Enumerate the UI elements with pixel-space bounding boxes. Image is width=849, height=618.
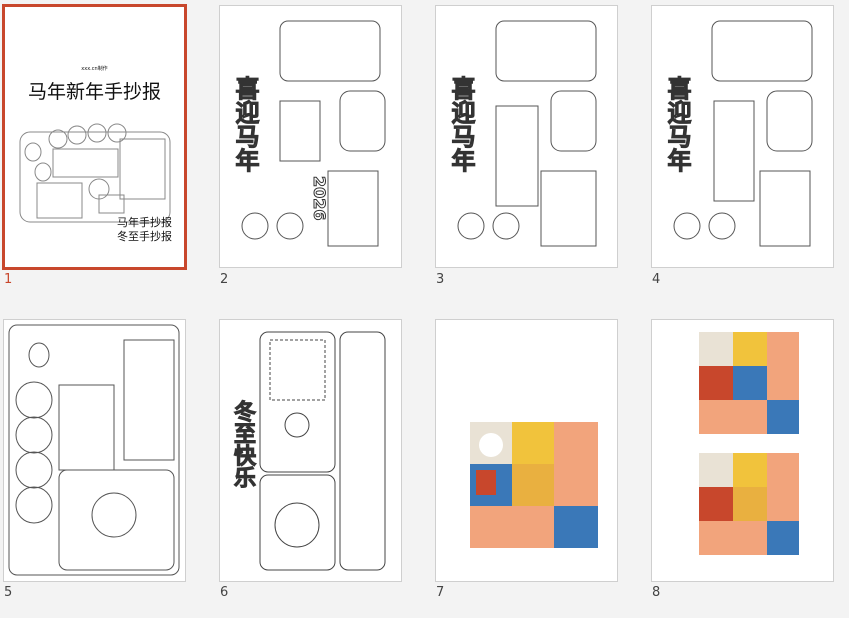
poster-lineart	[241, 20, 386, 247]
poster-lineart	[457, 20, 597, 247]
slide-thumbnail-1[interactable]: xxx.cn制作 马年新年手抄报 马年手抄报 冬至手抄报	[2, 4, 187, 270]
slide-thumbnail-2[interactable]: 喜迎马年 2026	[219, 5, 402, 268]
slide-thumbnail-3[interactable]: 喜迎马年	[435, 5, 618, 268]
slide-number-4: 4	[652, 272, 661, 287]
banner-text: 喜迎马年	[447, 76, 476, 173]
banner-text: 喜迎马年	[663, 76, 692, 173]
slide-title: 马年新年手抄报	[27, 81, 161, 103]
poster-lineart	[8, 324, 180, 576]
slide-number-1: 1	[4, 272, 13, 287]
banner-text: 冬至快乐	[230, 400, 256, 489]
slide-number-5: 5	[4, 585, 13, 600]
banner-text: 喜迎马年	[231, 76, 260, 173]
slide-thumbnail-5[interactable]	[3, 319, 186, 582]
poster-lineart	[259, 331, 386, 571]
poster-lineart	[673, 20, 813, 247]
food-image-grid	[699, 332, 799, 555]
poster-illustration	[19, 123, 171, 223]
slide-number-8: 8	[652, 585, 661, 600]
slide-thumbnail-8[interactable]	[651, 319, 834, 582]
slide-number-6: 6	[220, 585, 229, 600]
subtitle-2: 冬至手抄报	[117, 230, 172, 243]
slide-number-2: 2	[220, 272, 229, 287]
food-image-grid	[470, 422, 598, 548]
subtitle-1: 马年手抄报	[117, 216, 172, 229]
slide-thumbnail-6[interactable]: 冬至快乐	[219, 319, 402, 582]
credit-text: xxx.cn制作	[81, 66, 108, 72]
year-text: 2026	[310, 176, 330, 222]
slide-number-3: 3	[436, 272, 445, 287]
slide-thumbnail-7[interactable]	[435, 319, 618, 582]
slide-thumbnail-4[interactable]: 喜迎马年	[651, 5, 834, 268]
slide-number-7: 7	[436, 585, 445, 600]
